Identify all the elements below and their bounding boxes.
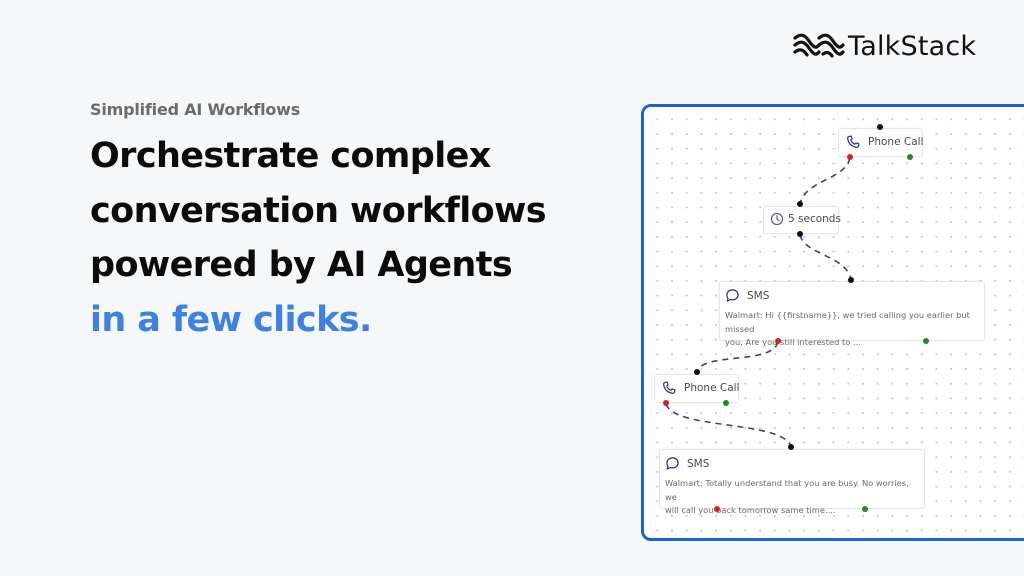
phone-icon [661,380,677,396]
message-line: will call you back tomorrow same time...… [665,505,836,515]
node-fail-handle[interactable] [775,338,781,344]
node-success-handle[interactable] [723,400,729,406]
hero-eyebrow: Simplified AI Workflows [90,100,301,119]
node-input-handle[interactable] [797,201,803,207]
node-fail-handle[interactable] [663,400,669,406]
message-line: Walmart: Totally understand that you are… [665,478,909,502]
headline-accent: in a few clicks. [90,299,372,340]
message-line: you. Are you still interested to ... [725,337,861,347]
node-success-handle[interactable] [907,154,913,160]
node-input-handle[interactable] [788,444,794,450]
phone-icon [845,134,861,150]
brand-name: TalkStack [848,30,977,62]
node-title: Phone Call [868,136,924,148]
workflow-node-sms-2[interactable]: SMS Walmart: Totally understand that you… [659,449,925,515]
workflow-node-sms-1[interactable]: SMS Walmart: Hi {{firstname}}, we tried … [719,281,985,347]
workflow-node-phone-call-1[interactable]: Phone Call [838,128,923,157]
node-input-handle[interactable] [694,369,700,375]
hero-headline: Orchestrate complex conversation workflo… [90,129,610,347]
node-fail-handle[interactable] [847,154,853,160]
node-title: SMS [687,457,710,470]
node-success-handle[interactable] [923,338,929,344]
headline-line-3: powered by AI Agents [90,245,513,285]
node-input-handle[interactable] [848,277,854,283]
node-title: SMS [747,289,770,302]
sms-message-preview: Walmart: Totally understand that you are… [665,477,919,518]
chat-bubble-icon [665,456,680,471]
node-title: 5 seconds [788,213,841,225]
clock-icon [770,212,784,226]
hero-section: Simplified AI Workflows Orchestrate comp… [90,100,610,347]
headline-line-1: Orchestrate complex [90,136,491,176]
node-fail-handle[interactable] [714,506,720,512]
node-success-handle[interactable] [862,506,868,512]
node-input-handle[interactable] [877,124,883,130]
node-title: Phone Call [684,382,740,394]
double-wave-icon [793,33,845,58]
brand-logo: TalkStack [792,28,976,64]
sms-message-preview: Walmart: Hi {{firstname}}, we tried call… [725,309,979,350]
message-line: Walmart: Hi {{firstname}}, we tried call… [725,310,970,334]
node-output-handle[interactable] [797,231,803,237]
workflow-node-phone-call-2[interactable]: Phone Call [654,374,739,403]
headline-line-2: conversation workflows [90,190,547,231]
chat-bubble-icon [725,288,740,303]
workflow-node-delay[interactable]: 5 seconds [763,206,841,234]
